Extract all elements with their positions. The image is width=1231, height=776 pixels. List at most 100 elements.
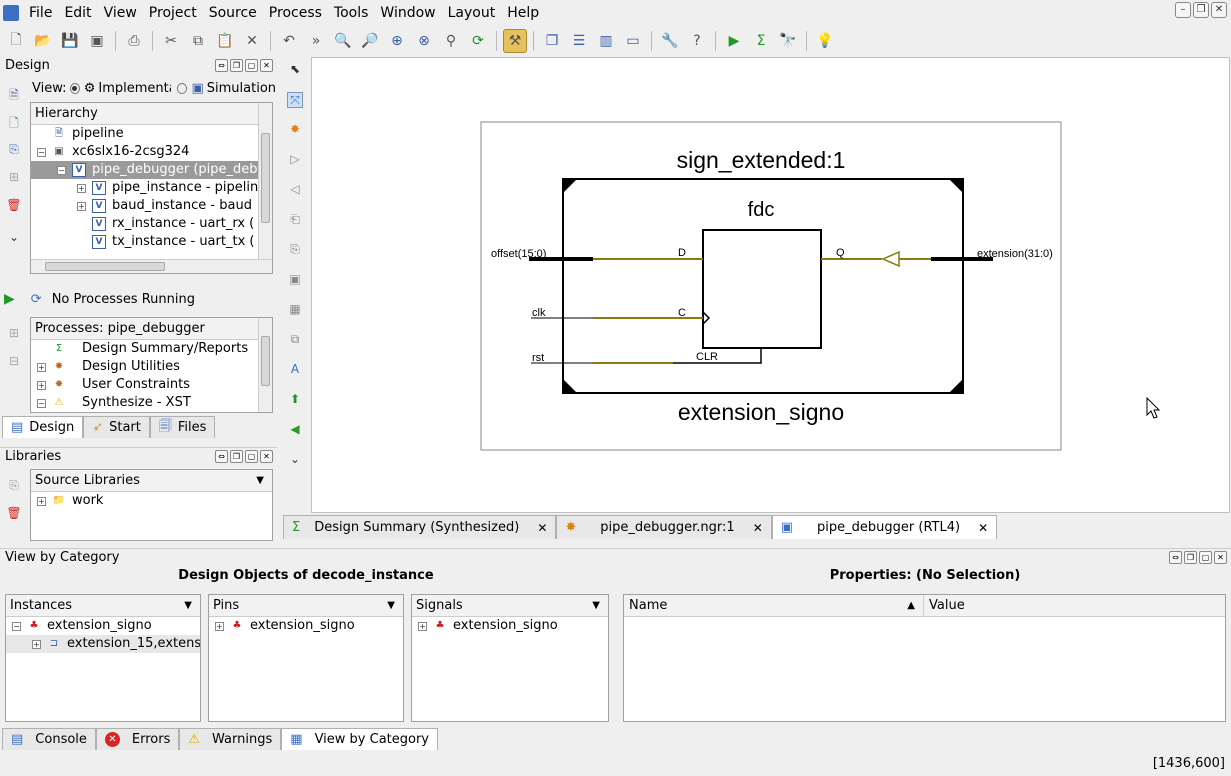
run-icon[interactable]: ▶ bbox=[4, 291, 15, 307]
maximize-icon[interactable]: ▢ bbox=[245, 450, 258, 463]
processes-vscrollbar[interactable] bbox=[258, 318, 272, 412]
menu-tools[interactable]: Tools bbox=[333, 5, 369, 21]
restore-icon[interactable]: ❐ bbox=[230, 450, 243, 463]
cut-icon[interactable]: ✂ bbox=[165, 33, 177, 49]
wrench-icon[interactable]: 🔧 bbox=[661, 33, 679, 49]
menu-window[interactable]: Window bbox=[380, 5, 436, 21]
back-arrow-icon[interactable]: ◀ bbox=[290, 422, 300, 436]
restore-icon[interactable]: ❐ bbox=[1193, 2, 1209, 18]
tab-warnings[interactable]: ⚠Warnings bbox=[179, 728, 282, 750]
process-icon[interactable]: ⊟ bbox=[8, 354, 20, 368]
expand-icon[interactable]: + bbox=[77, 201, 86, 211]
library-icon[interactable]: ⎘ bbox=[9, 478, 19, 492]
add-source-icon[interactable]: 🗎 bbox=[9, 88, 19, 102]
save-icon[interactable]: 💾 bbox=[61, 33, 79, 49]
menu-process[interactable]: Process bbox=[268, 5, 322, 21]
sigma-icon[interactable]: Σ bbox=[756, 33, 766, 49]
collapse-icon[interactable]: − bbox=[37, 147, 46, 157]
delete-icon[interactable]: ✕ bbox=[246, 33, 258, 49]
more-icon[interactable]: » bbox=[311, 33, 321, 49]
close-icon[interactable]: ✕ bbox=[260, 58, 273, 72]
zoom-fit-icon[interactable]: ⊕ bbox=[391, 33, 403, 49]
tile-vertical-icon[interactable]: ▥ bbox=[599, 33, 613, 49]
process-item[interactable]: −⚠Synthesize - XST bbox=[37, 395, 191, 410]
menu-view[interactable]: View bbox=[103, 5, 137, 21]
new-source-icon[interactable]: 🗋 bbox=[9, 116, 19, 130]
close-tab-icon[interactable]: ✕ bbox=[978, 520, 989, 535]
list-item[interactable]: +♣extension_signo bbox=[215, 618, 355, 633]
push-icon[interactable]: ⎗ bbox=[290, 212, 300, 226]
collapse-icon[interactable]: − bbox=[57, 165, 66, 175]
float-icon[interactable]: ⇔ bbox=[215, 450, 228, 463]
expand-icon[interactable]: + bbox=[37, 380, 46, 390]
maximize-icon[interactable]: ▢ bbox=[245, 58, 258, 72]
expand-more-icon[interactable]: ⌄ bbox=[8, 230, 20, 244]
menu-file[interactable]: File bbox=[29, 5, 53, 21]
copy-icon[interactable]: ⧉ bbox=[193, 33, 203, 49]
menu-project[interactable]: Project bbox=[148, 5, 197, 21]
zoom-select-icon[interactable]: ⚲ bbox=[445, 33, 457, 49]
refresh-icon[interactable]: ⟳ bbox=[472, 33, 484, 49]
add-copy-icon[interactable]: ⎘ bbox=[9, 142, 19, 156]
tab-files[interactable]: 🗐Files bbox=[149, 416, 216, 438]
source-libraries-dropdown[interactable]: Source Libraries▼ bbox=[31, 470, 272, 492]
tab-rtl[interactable]: ▣pipe_debugger (RTL4)✕ bbox=[771, 515, 998, 539]
tab-ngr[interactable]: ✸pipe_debugger.ngr:1✕ bbox=[556, 515, 772, 539]
hierarchy-vscrollbar[interactable] bbox=[258, 103, 272, 261]
select-pointer-icon[interactable]: ⬉ bbox=[289, 62, 301, 76]
pins-dropdown[interactable]: Pins▼ bbox=[209, 595, 403, 617]
close-tab-icon[interactable]: ✕ bbox=[752, 520, 763, 535]
new-file-icon[interactable]: 🗋 bbox=[10, 32, 22, 48]
process-item[interactable]: +✸User Constraints bbox=[37, 377, 190, 392]
zoom-in-icon[interactable]: 🔍 bbox=[334, 33, 352, 49]
expand-icon[interactable]: + bbox=[32, 639, 41, 649]
hierarchy-hscrollbar[interactable] bbox=[31, 259, 272, 273]
expand-icon[interactable]: + bbox=[215, 621, 224, 631]
close-icon[interactable]: ✕ bbox=[1211, 2, 1227, 18]
help-pointer-icon[interactable]: ? bbox=[693, 33, 701, 49]
expand-icon[interactable]: + bbox=[37, 362, 46, 372]
back-icon[interactable]: ◁ bbox=[290, 182, 300, 196]
zoom-out-icon[interactable]: 🔎 bbox=[361, 33, 379, 49]
upload-icon[interactable]: ⬆ bbox=[289, 392, 301, 406]
minimize-icon[interactable]: – bbox=[1175, 2, 1191, 18]
float-icon[interactable]: ⇔ bbox=[1169, 551, 1182, 564]
tree-item[interactable]: 🗎pipeline bbox=[31, 125, 259, 143]
tile-horizontal-icon[interactable]: ☰ bbox=[572, 33, 586, 49]
instances-dropdown[interactable]: Instances▼ bbox=[6, 595, 200, 617]
forward-icon[interactable]: ▷ bbox=[290, 152, 300, 166]
process-item[interactable]: +✸Design Utilities bbox=[37, 359, 180, 374]
signals-dropdown[interactable]: Signals▼ bbox=[412, 595, 608, 617]
restore-icon[interactable]: ❐ bbox=[1184, 551, 1197, 564]
open-folder-icon[interactable]: 📂 bbox=[34, 33, 52, 49]
net-select-icon[interactable]: ⤧ bbox=[287, 92, 303, 108]
expand-icon[interactable]: + bbox=[418, 621, 427, 631]
compare-icon[interactable]: ▣ bbox=[289, 272, 301, 286]
simulation-radio[interactable] bbox=[177, 82, 188, 94]
maximize-icon[interactable]: ▢ bbox=[1199, 551, 1212, 564]
tab-design[interactable]: ▤Design bbox=[2, 416, 84, 438]
copy-icon[interactable]: ⧉ bbox=[290, 332, 300, 346]
name-column-header[interactable]: Name▲ bbox=[624, 595, 924, 616]
menu-edit[interactable]: Edit bbox=[64, 5, 92, 21]
paste-icon[interactable]: 📋 bbox=[216, 33, 234, 49]
float-icon[interactable]: ⇔ bbox=[215, 58, 228, 72]
implementation-radio[interactable] bbox=[69, 82, 80, 94]
collapse-icon[interactable]: − bbox=[12, 621, 21, 631]
print-icon[interactable]: ⎙ bbox=[128, 33, 140, 49]
restore-icon[interactable]: ❐ bbox=[230, 58, 243, 72]
tree-item[interactable]: −▣xc6slx16-2csg324 bbox=[37, 144, 190, 159]
pop-icon[interactable]: ⎘ bbox=[290, 242, 300, 256]
remove-library-icon[interactable]: 🗑 bbox=[6, 506, 22, 520]
schematic-canvas[interactable]: sign_extended:1 extension_signo fdc D C … bbox=[311, 57, 1230, 513]
window-icon[interactable]: ▭ bbox=[626, 33, 640, 49]
save-all-icon[interactable]: ▣ bbox=[90, 33, 104, 49]
menu-help[interactable]: Help bbox=[507, 5, 540, 21]
library-item[interactable]: + 📁 work bbox=[37, 493, 104, 508]
tab-errors[interactable]: ✕Errors bbox=[95, 728, 180, 750]
